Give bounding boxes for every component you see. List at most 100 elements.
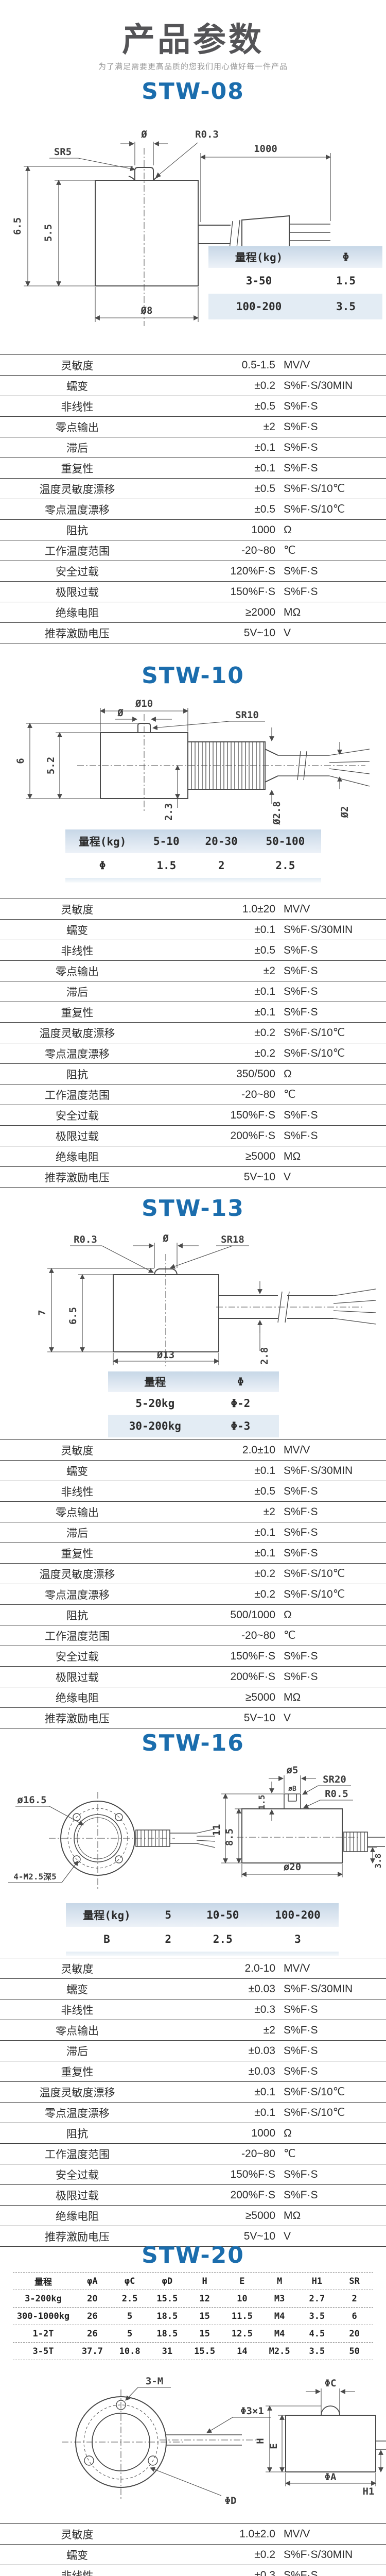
range-cell: 2	[218, 859, 225, 872]
dim-header-cell: E	[239, 2276, 245, 2286]
range-cell: Φ	[99, 859, 106, 872]
spec-table-stw-08: 灵敏度 0.5-1.5 MV/V 蠕变 ±0.2 S%F·S/30MIN 非线性…	[0, 354, 386, 643]
page-subtitle: 为了满足需要更高品质的您我们用心做好每一件产品	[98, 62, 288, 71]
spec-value: 150%F·S	[230, 1109, 275, 1121]
spec-value: 2.0-10	[244, 1962, 275, 1974]
spec-value: 200%F·S	[230, 2189, 275, 2201]
spec-value: 5V~10	[243, 2230, 275, 2242]
dim-cell: 15	[199, 2311, 210, 2321]
spec-unit: S%F·S/10℃	[284, 2086, 345, 2098]
spec-label: 蠕变	[66, 380, 88, 393]
spec-label: 安全过载	[56, 1110, 99, 1122]
dim-label-dia: Ø	[117, 707, 124, 719]
spec-label: 零点温度漂移	[45, 504, 110, 516]
dim-label-cable-length: 1000	[254, 143, 277, 155]
dim-cell: 3.5	[309, 2311, 325, 2321]
spec-value: ±0.1	[254, 462, 275, 474]
dim-label-cable-offset: 3.8	[373, 1854, 383, 1869]
range-table-header: 量程(kg)Φ	[208, 246, 382, 268]
spec-unit: MV/V	[284, 903, 310, 915]
spec-row: 安全过载 150%F·S S%F·S	[0, 1105, 386, 1126]
dim-label-bolt-pattern: 4-M2.5深5	[13, 1872, 56, 1882]
spec-unit: Ω	[284, 1608, 292, 1621]
spec-unit: S%F·S	[284, 462, 318, 474]
spec-label: 滞后	[66, 2045, 88, 2058]
spec-value: 1.0±2.0	[239, 2528, 275, 2540]
spec-value: 2.0±10	[242, 1444, 275, 1456]
spec-row: 非线性 ±0.5 S%F·S	[0, 1481, 386, 1502]
spec-row: 安全过载 150%F·S S%F·S	[0, 1646, 386, 1667]
spec-label: 零点温度漂移	[45, 1589, 110, 1601]
spec-row: 零点温度漂移 ±0.1 S%F·S/10℃	[0, 2103, 386, 2123]
range-cell: Φ-3	[231, 1420, 251, 1432]
spec-row: 温度灵敏度漂移 ±0.2 S%F·S/10℃	[0, 1023, 386, 1043]
spec-unit: MV/V	[284, 1444, 310, 1456]
range-cell: Φ-2	[231, 1397, 251, 1410]
spec-value: 120%F·S	[230, 565, 275, 577]
spec-label: 绝缘电阻	[56, 1692, 99, 1704]
dim-cell: 2	[352, 2293, 357, 2304]
spec-label: 滞后	[66, 986, 88, 998]
range-header-cell: Φ	[342, 251, 349, 263]
dim-header-cell: H1	[311, 2276, 323, 2286]
dim-cell: 1-2T	[32, 2328, 54, 2339]
dim-label-dia: Ø	[162, 1233, 169, 1244]
dim-label-h: H	[255, 2438, 266, 2444]
technical-drawing-stw-10: Ø10 Ø SR10 6 5.2 2.3 Ø2.8 Ø2	[15, 698, 370, 825]
spec-row: 绝缘电阻 ≥5000 MΩ	[0, 2206, 386, 2226]
dim-cell: M3	[274, 2293, 285, 2304]
spec-label: 灵敏度	[61, 1963, 94, 1975]
dim-cell: 20	[349, 2328, 360, 2339]
spec-unit: S%F·S	[284, 400, 318, 412]
spec-row: 零点输出 ±2 S%F·S	[0, 2020, 386, 2041]
technical-drawing-stw-08: SR5 Ø R0.3 1000 6.5 5.5 Ø8	[12, 129, 331, 326]
spec-value: ±0.2	[254, 1567, 275, 1580]
spec-label: 安全过载	[56, 1651, 99, 1663]
spec-label: 阻抗	[66, 1609, 88, 1622]
range-cell: 2	[165, 1933, 172, 1945]
spec-row: 安全过载 150%F·S S%F·S	[0, 2164, 386, 2185]
spec-unit: S%F·S/10℃	[284, 1047, 345, 1059]
spec-value: ≥2000	[245, 606, 275, 618]
dim-cell: M2.5	[269, 2346, 290, 2357]
model-title-stw-20: STW-20	[142, 2242, 244, 2268]
spec-unit: S%F·S	[284, 944, 318, 956]
spec-value: ±2	[263, 1505, 275, 1518]
spec-label: 工作温度范围	[45, 545, 110, 557]
spec-value: 150%F·S	[230, 585, 275, 598]
range-cell: 30-200kg	[129, 1420, 181, 1432]
spec-label: 灵敏度	[61, 360, 94, 372]
spec-unit: S%F·S	[284, 1485, 318, 1497]
technical-drawing-stw-13: Ø R0.3 SR18 7 6.5 Ø13 2.8	[37, 1233, 376, 1366]
spec-row: 绝缘电阻 ≥2000 MΩ	[0, 602, 386, 623]
spec-unit: Ω	[284, 2127, 292, 2139]
spec-value: ≥5000	[245, 1691, 275, 1703]
dim-header-cell: φC	[124, 2276, 135, 2286]
range-header-cell: Φ	[237, 1376, 244, 1388]
dim-label-height-body: 5.5	[43, 224, 54, 242]
spec-unit: V	[284, 1171, 291, 1183]
spec-unit: V	[284, 626, 291, 639]
spec-value: ±2	[263, 2024, 275, 2036]
spec-row: 零点温度漂移 ±0.2 S%F·S/10℃	[0, 1584, 386, 1605]
spec-label: 灵敏度	[61, 2529, 94, 2541]
spec-label: 推荐激励电压	[45, 1172, 110, 1184]
spec-value: ±0.03	[248, 2065, 275, 2077]
dim-cell: 12	[199, 2293, 210, 2304]
spec-unit: S%F·S/30MIN	[284, 2548, 353, 2561]
spec-row: 蠕变 ±0.03 S%F·S/30MIN	[0, 1979, 386, 1999]
spec-row: 重复性 ±0.1 S%F·S	[0, 1543, 386, 1564]
spec-unit: S%F·S/30MIN	[284, 1982, 353, 1995]
spec-value: 350/500	[236, 1067, 275, 1080]
dim-header-cell: SR	[349, 2276, 360, 2286]
spec-label: 重复性	[61, 1007, 94, 1019]
spec-label: 蠕变	[66, 1984, 88, 1996]
spec-value: 1000	[251, 2127, 275, 2139]
spec-label: 推荐激励电压	[45, 628, 110, 640]
